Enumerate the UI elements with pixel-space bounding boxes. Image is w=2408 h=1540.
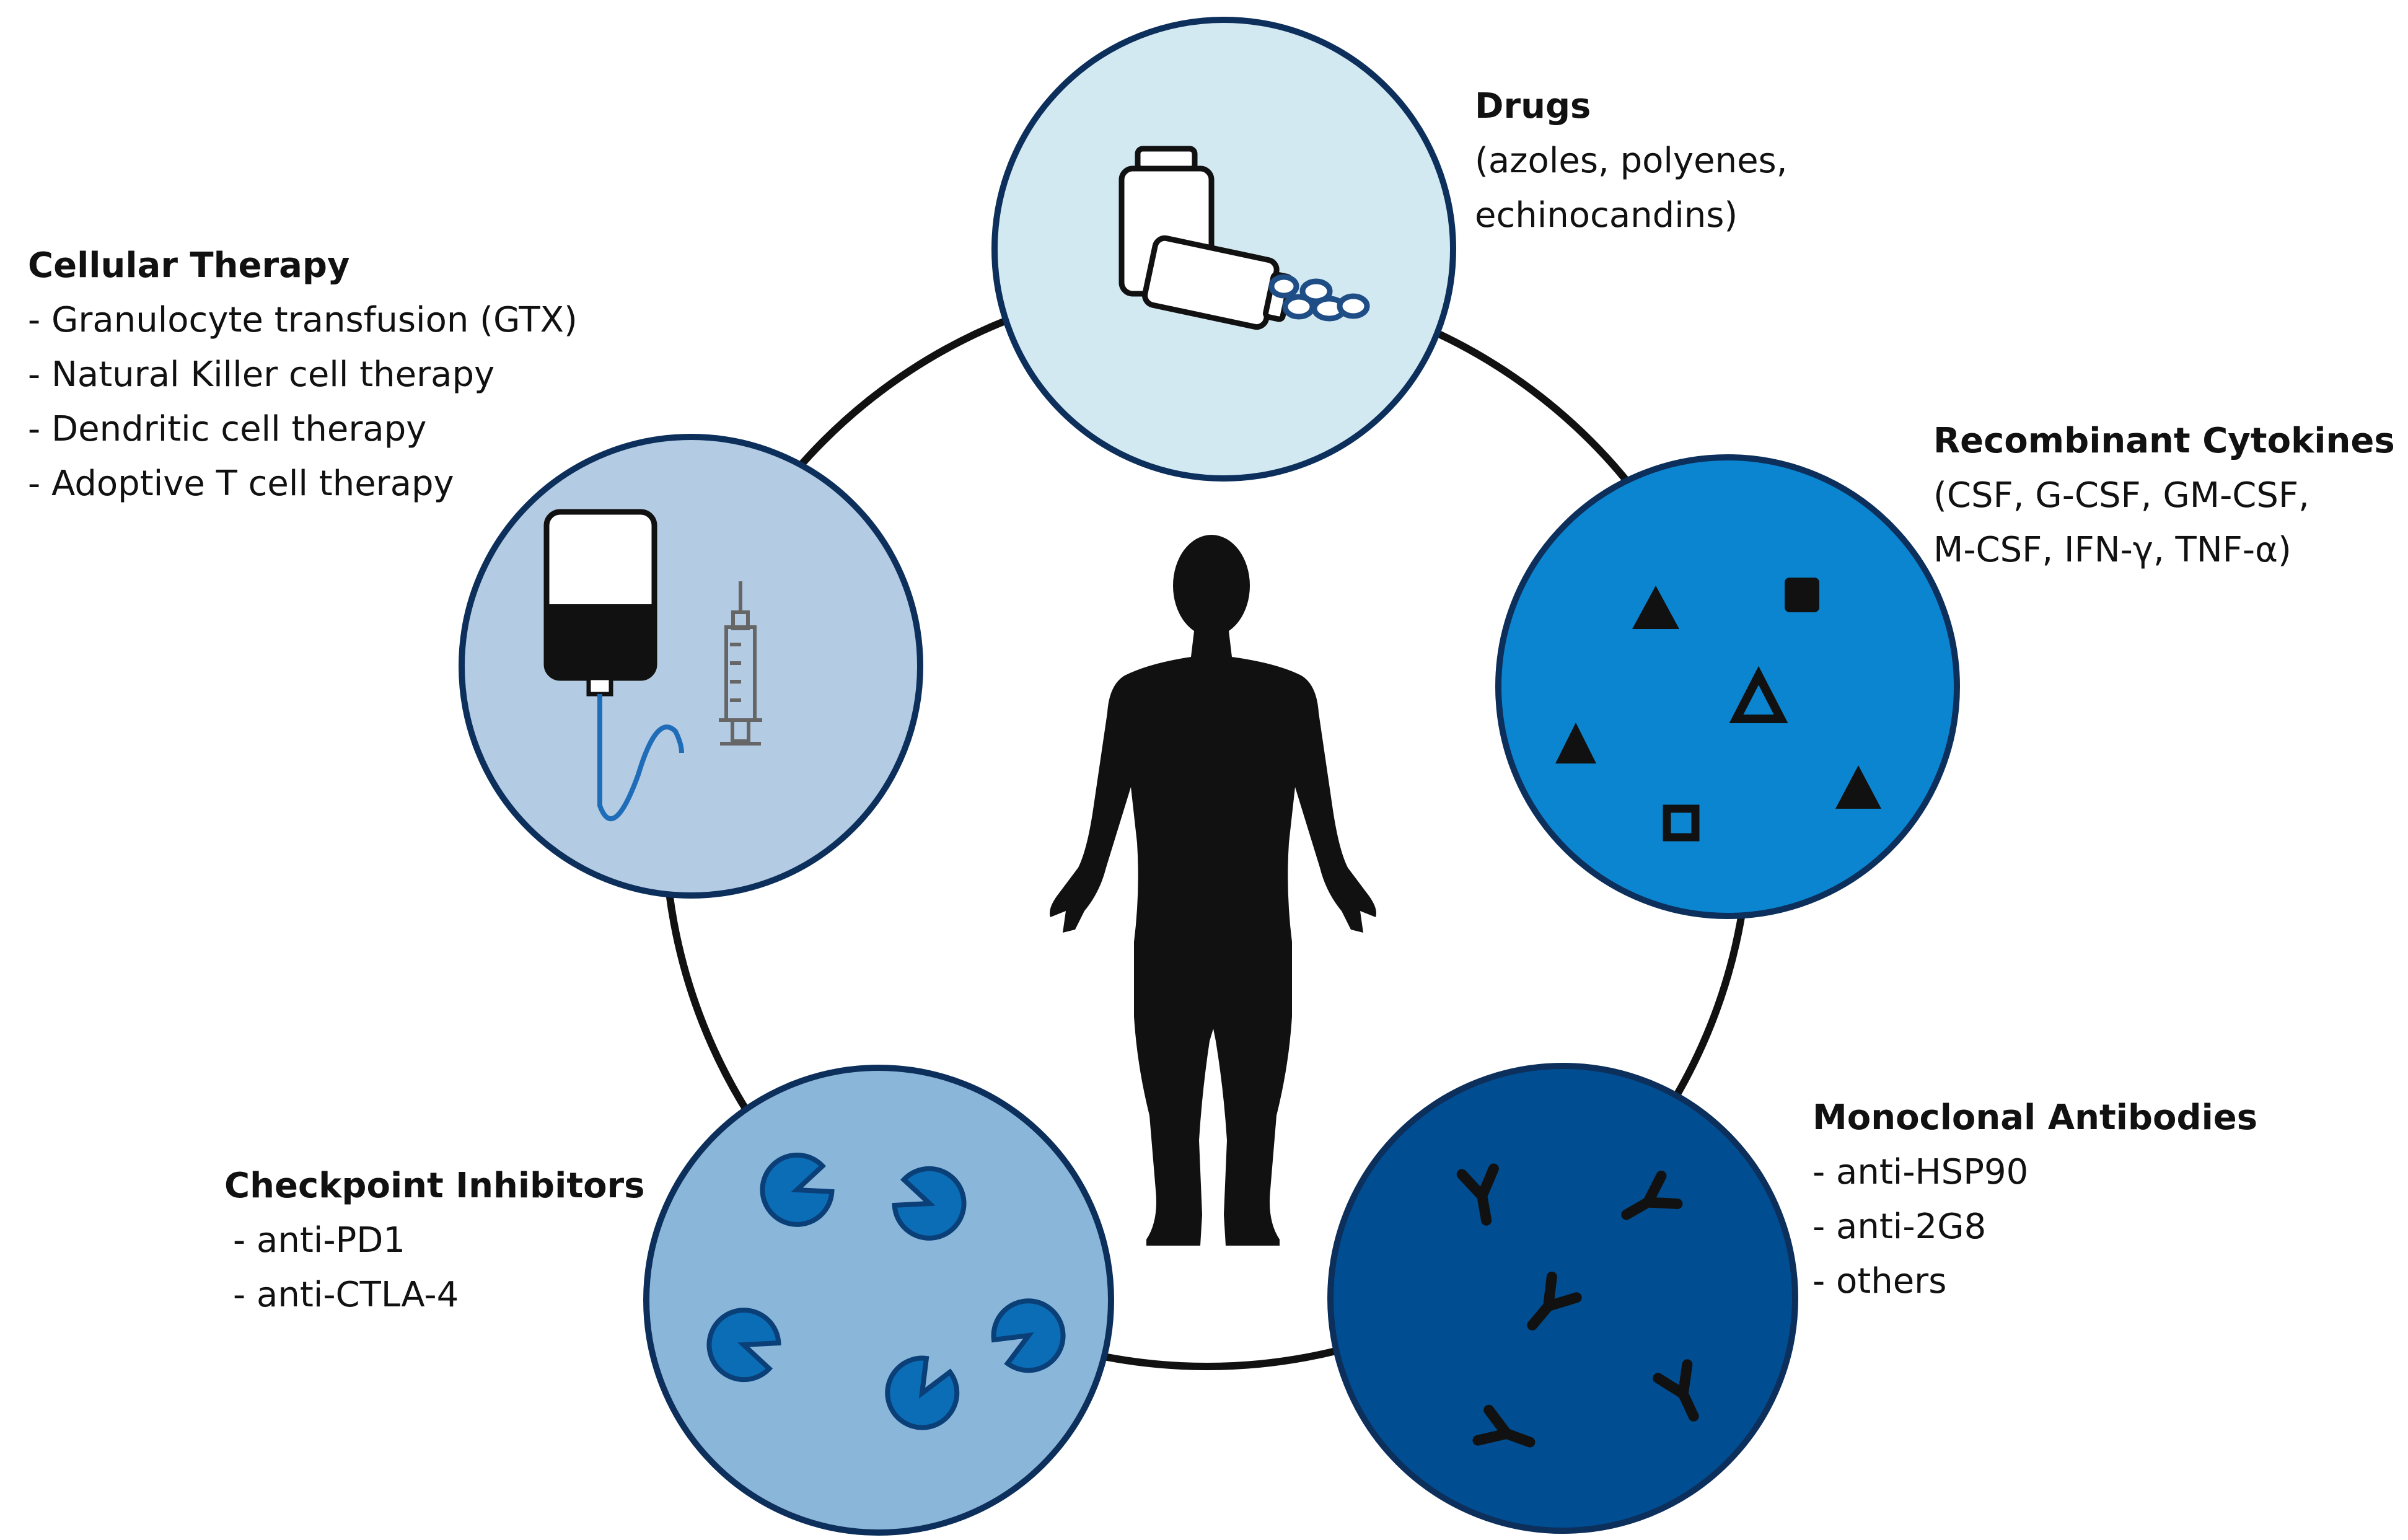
node-cytokines [1495, 454, 1960, 919]
drugs-line-2: echinocandins) [1475, 195, 1738, 235]
antibodies-title: Monoclonal Antibodies [1813, 1098, 2258, 1138]
drugs-line-1: (azoles, polyenes, [1475, 141, 1788, 181]
checkpoint-line-2: - anti-CTLA-4 [233, 1275, 459, 1315]
checkpoint-circle [643, 1065, 1114, 1536]
antibodies-line-1: - anti-HSP90 [1813, 1152, 2029, 1192]
cellular-label: Cellular Therapy - Granulocyte transfusi… [28, 239, 578, 511]
cytokines-label: Recombinant Cytokines (CSF, G-CSF, GM-CS… [1933, 414, 2395, 578]
node-antibodies [1327, 1063, 1798, 1534]
node-cellular [459, 434, 923, 899]
checkpoint-line-1: - anti-PD1 [233, 1220, 406, 1261]
drugs-title: Drugs [1475, 86, 1591, 126]
cytokines-line-2: M-CSF, IFN-γ, TNF-α) [1933, 530, 2292, 570]
drugs-label: Drugs (azoles, polyenes, echinocandins) [1475, 79, 1788, 243]
cellular-line-4: - Adoptive T cell therapy [28, 464, 454, 504]
cytokines-circle [1495, 454, 1960, 919]
cellular-line-1: - Granulocyte transfusion (GTX) [28, 300, 578, 340]
antibodies-label: Monoclonal Antibodies - anti-HSP90 - ant… [1813, 1091, 2257, 1309]
checkpoint-title: Checkpoint Inhibitors [224, 1166, 645, 1206]
antibodies-line-2: - anti-2G8 [1813, 1207, 1987, 1247]
node-drugs [991, 17, 1456, 482]
cytokines-line-1: (CSF, G-CSF, GM-CSF, [1933, 475, 2309, 516]
iv-bag-syringe-icon [543, 509, 762, 822]
node-checkpoint [643, 1065, 1114, 1536]
cellular-title: Cellular Therapy [28, 245, 350, 286]
checkpoint-inhibitor-icon [706, 1152, 1066, 1430]
pill-bottles-icon [1118, 146, 1370, 330]
cellular-line-3: - Dendritic cell therapy [28, 409, 427, 449]
antibody-icon [1456, 1163, 1699, 1448]
cytokine-shapes-icon [1555, 578, 1881, 842]
antibodies-line-3: - others [1813, 1261, 1947, 1301]
cellular-line-2: - Natural Killer cell therapy [28, 354, 495, 395]
checkpoint-label: Checkpoint Inhibitors - anti-PD1 - anti-… [224, 1159, 645, 1322]
human-figure-icon [1050, 535, 1376, 1246]
cytokines-title: Recombinant Cytokines [1933, 421, 2395, 461]
